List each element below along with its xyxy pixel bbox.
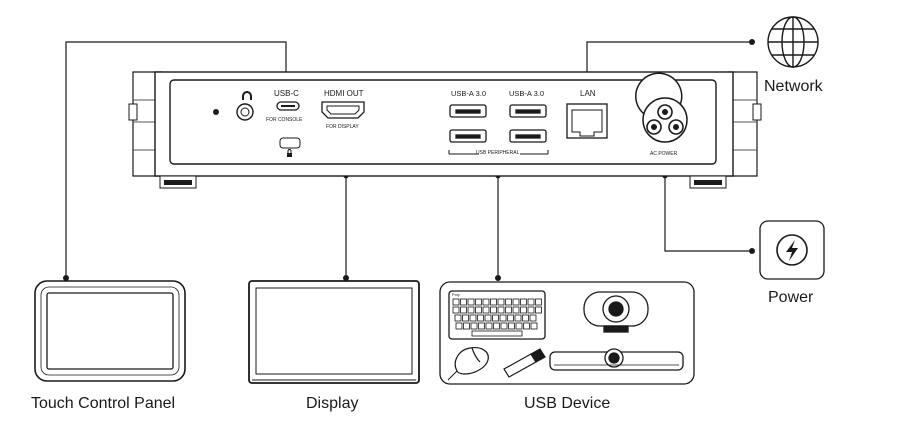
keyboard-key	[520, 298, 527, 306]
keyboard-key	[485, 322, 493, 330]
keyboard-key	[463, 322, 470, 330]
mouse-icon	[447, 347, 489, 381]
keyboard-key	[512, 306, 520, 314]
usb-a-ports	[449, 104, 547, 143]
keyboard-key	[499, 314, 507, 322]
indicator-dot	[213, 109, 219, 115]
ac-power-label: AC POWER	[650, 151, 678, 157]
keyboard-key	[492, 314, 499, 322]
display-icon	[248, 280, 420, 384]
keyboard-key	[527, 298, 535, 306]
keyboard-key	[514, 314, 522, 322]
keyboard-icon	[448, 290, 546, 340]
keyboard-key	[475, 306, 482, 314]
keyboard-key	[529, 314, 537, 322]
keyboard-key	[493, 322, 500, 330]
keyboard-key	[454, 314, 462, 322]
keyboard-key	[452, 306, 460, 314]
usb-device-group	[439, 281, 695, 385]
keyboard-key	[505, 298, 512, 306]
keyboard-key	[478, 322, 485, 330]
globe-icon	[767, 16, 819, 68]
usb-stick-icon	[503, 348, 546, 378]
keyboard-key	[530, 322, 538, 330]
keyboard-key	[460, 306, 467, 314]
power-label: Power	[768, 289, 814, 306]
keyboard-key	[490, 306, 497, 314]
hub-device	[128, 71, 762, 189]
usb-a-left-label: USB-A 3.0	[451, 89, 487, 98]
line-usbc-to-touch-panel	[65, 41, 287, 278]
lock-slot	[279, 137, 301, 149]
keyboard-key	[490, 298, 497, 306]
keyboard-key	[527, 306, 535, 314]
keyboard-key	[520, 306, 527, 314]
soundbar-icon	[549, 348, 684, 371]
usb-peripheral-label: USB PERIPHERAL	[476, 150, 520, 156]
camera-icon	[583, 291, 649, 333]
keyboard-key	[462, 314, 469, 322]
keyboard-key	[477, 314, 484, 322]
keyboard-key	[482, 306, 490, 314]
keyboard-key	[497, 306, 505, 314]
keyboard-key	[469, 314, 477, 322]
touch-panel-icon	[34, 280, 186, 382]
usb-a-right-label: USB-A 3.0	[509, 89, 545, 98]
keyboard-key	[500, 322, 508, 330]
keyboard-key	[455, 322, 463, 330]
line-lan-to-network	[586, 41, 752, 80]
keyboard-key	[482, 298, 490, 306]
display-label: Display	[306, 395, 359, 412]
keyboard-key	[515, 322, 523, 330]
lan-label: LAN	[580, 89, 596, 98]
keyboard-key	[512, 298, 520, 306]
keyboard-key	[475, 298, 482, 306]
lock-icon	[287, 149, 292, 157]
keyboard-key	[522, 314, 529, 322]
network-label: Network	[764, 78, 823, 95]
keyboard-key	[507, 314, 514, 322]
connector-lines	[65, 41, 752, 278]
keyboard-key	[535, 306, 542, 314]
usb-c-sub-label: FOR CONSOLE	[266, 117, 303, 123]
usb-device-label: USB Device	[524, 395, 611, 412]
keyboard-key	[484, 314, 492, 322]
keyboard-key	[535, 298, 542, 306]
keyboard-key	[467, 306, 475, 314]
keyboard-key	[505, 306, 512, 314]
keyboard-key	[523, 322, 530, 330]
hdmi-label: HDMI OUT	[324, 89, 364, 98]
keyboard-brand: Poly	[452, 292, 460, 297]
keyboard-key	[508, 322, 515, 330]
touch-panel-label: Touch Control Panel	[31, 395, 176, 412]
usb-c-label: USB-C	[274, 89, 299, 98]
headphone-icon	[242, 91, 252, 100]
keyboard-spacebar	[471, 330, 523, 337]
line-ac-to-power	[664, 176, 752, 252]
keyboard-key	[467, 298, 475, 306]
ac-power-port	[635, 72, 688, 143]
keyboard-key	[452, 298, 460, 306]
power-icon	[759, 220, 825, 280]
keyboard-key	[460, 298, 467, 306]
hdmi-sub-label: FOR DISPLAY	[326, 124, 359, 130]
keyboard-key	[470, 322, 478, 330]
keyboard-key	[497, 298, 505, 306]
